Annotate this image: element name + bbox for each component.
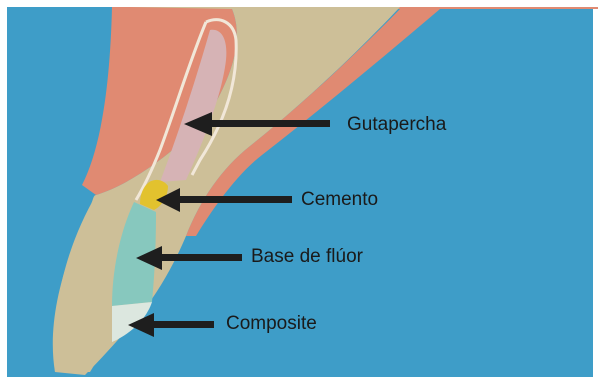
- label-composite: Composite: [226, 314, 317, 333]
- label-gutapercha: Gutapercha: [347, 115, 446, 134]
- label-cemento: Cemento: [301, 190, 378, 209]
- label-base-de-fluor: Base de flúor: [251, 247, 363, 266]
